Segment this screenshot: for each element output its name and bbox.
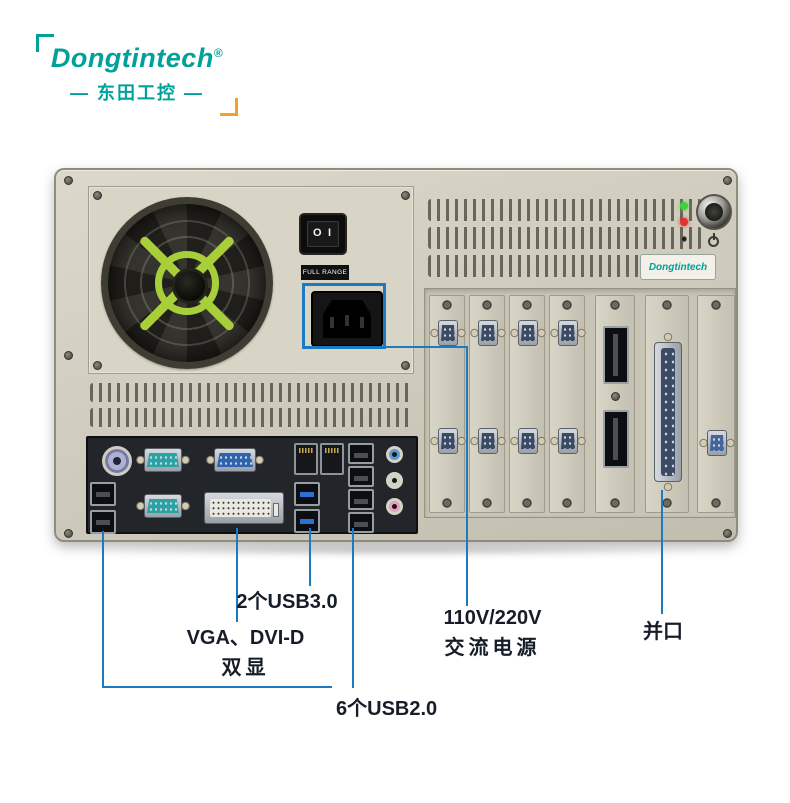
callout-line-power: [386, 346, 468, 348]
motherboard-io-shield: [86, 436, 418, 534]
serial-port-db9: [470, 318, 506, 348]
logo-text: Dongtintech: [50, 43, 214, 73]
usb2-port: [348, 512, 374, 533]
expansion-bracket-com: [697, 295, 735, 513]
vent-slots-row: [90, 383, 412, 402]
usb3-port: [294, 482, 320, 506]
serial-port-db9: [430, 426, 466, 456]
screw-icon: [723, 176, 732, 185]
com-port-db9: [136, 446, 190, 474]
vga-port: [206, 446, 264, 474]
expansion-bracket-serial: [429, 295, 466, 513]
audio-jack-mic: [386, 498, 403, 515]
switch-on-mark: I: [327, 227, 331, 239]
audio-jack-line-out: [386, 472, 403, 489]
label-dual-display: VGA、DVI-D 双显: [168, 623, 323, 683]
label-display-line2: 双显: [221, 657, 270, 679]
serial-port-db9: [550, 318, 586, 348]
ps2-port: [102, 446, 132, 476]
expansion-bracket-serial: [549, 295, 586, 513]
label-usb2: 6个USB2.0: [336, 694, 437, 724]
screw-icon: [611, 392, 620, 401]
callout-line-power: [466, 346, 468, 606]
usb2-port: [348, 443, 374, 464]
com-port-db9: [699, 428, 735, 458]
power-led: [680, 202, 688, 210]
callout-line-parallel: [661, 490, 663, 614]
label-usb3-text: 2个USB3.0: [236, 591, 338, 613]
expansion-bracket-usb: [595, 295, 635, 513]
expansion-bracket-parallel: [645, 295, 689, 513]
logo-corner-icon: [220, 98, 238, 116]
label-usb3: 2个USB3.0: [212, 587, 362, 617]
serial-port-db9: [510, 318, 546, 348]
logo-subtitle: — 东田工控 —: [69, 83, 204, 103]
label-parallel-text: 并口: [643, 621, 683, 643]
brand-plate: Dongtintech: [640, 254, 716, 280]
label-power-line2: 交流电源: [444, 637, 541, 659]
label-usb2-text: 6个USB2.0: [336, 698, 438, 720]
reset-hole: [681, 236, 687, 242]
ac-inlet-highlight-box: [302, 283, 386, 349]
psu-cooling-fan: [101, 197, 273, 369]
usb-port: [603, 410, 629, 468]
vent-slots-row: [90, 408, 412, 427]
logo-wordmark: Dongtintech®: [40, 36, 234, 75]
label-parallel-port: 并口: [638, 617, 688, 647]
serial-port-db9: [470, 426, 506, 456]
usb3-port: [294, 509, 320, 533]
switch-off-mark: O: [313, 227, 322, 239]
brand-logo: Dongtintech® — 东田工控 —: [36, 34, 238, 116]
usb2-port: [348, 489, 374, 510]
power-button: [696, 194, 732, 230]
callout-line-usb3: [309, 528, 311, 586]
label-power-line1: 110V/220V: [443, 607, 542, 629]
vent-slots-row: [428, 199, 702, 221]
callout-line-usb2: [352, 528, 354, 688]
usb2-port: [348, 466, 374, 487]
serial-port-db9: [550, 426, 586, 456]
screw-icon: [93, 191, 102, 200]
power-supply-unit: O I FULL RANGE: [88, 186, 414, 374]
expansion-bracket-serial: [509, 295, 546, 513]
expansion-slot-area: [424, 288, 736, 518]
callout-line-usb2: [102, 686, 332, 688]
dvi-d-port: [204, 492, 284, 524]
serial-port-db9: [430, 318, 466, 348]
com-port-db9: [136, 492, 190, 520]
parallel-port-db25: [652, 332, 684, 492]
label-ac-power: 110V/220V 交流电源: [415, 603, 570, 663]
callout-line-display: [236, 528, 238, 622]
power-icon: [708, 233, 719, 247]
fan-guard-ring: [155, 251, 219, 315]
registered-mark: ®: [213, 46, 224, 60]
screw-icon: [93, 361, 102, 370]
vent-grille: [88, 380, 414, 430]
screw-icon: [401, 361, 410, 370]
audio-jack-line-in: [386, 446, 403, 463]
ethernet-port: [294, 443, 318, 475]
chassis-shadow: [72, 544, 720, 556]
hdd-led: [680, 218, 688, 226]
usb2-port: [90, 482, 116, 506]
vent-slots-row: [428, 227, 702, 249]
screw-icon: [64, 176, 73, 185]
expansion-bracket-serial: [469, 295, 506, 513]
callout-line-usb2: [102, 531, 104, 688]
screw-icon: [64, 529, 73, 538]
psu-full-range-label: FULL RANGE: [301, 265, 349, 280]
screw-icon: [401, 191, 410, 200]
chassis-rear-panel: O I FULL RANGE Dongtintech: [54, 168, 738, 542]
vent-slots-row: [428, 255, 702, 277]
screw-icon: [723, 529, 732, 538]
power-rocker-switch: O I: [299, 213, 347, 255]
ethernet-port: [320, 443, 344, 475]
logo-corner-icon: [36, 34, 54, 52]
label-display-line1: VGA、DVI-D: [186, 627, 305, 649]
screw-icon: [64, 351, 73, 360]
usb-port: [603, 326, 629, 384]
vent-grille: [426, 196, 704, 280]
serial-port-db9: [510, 426, 546, 456]
